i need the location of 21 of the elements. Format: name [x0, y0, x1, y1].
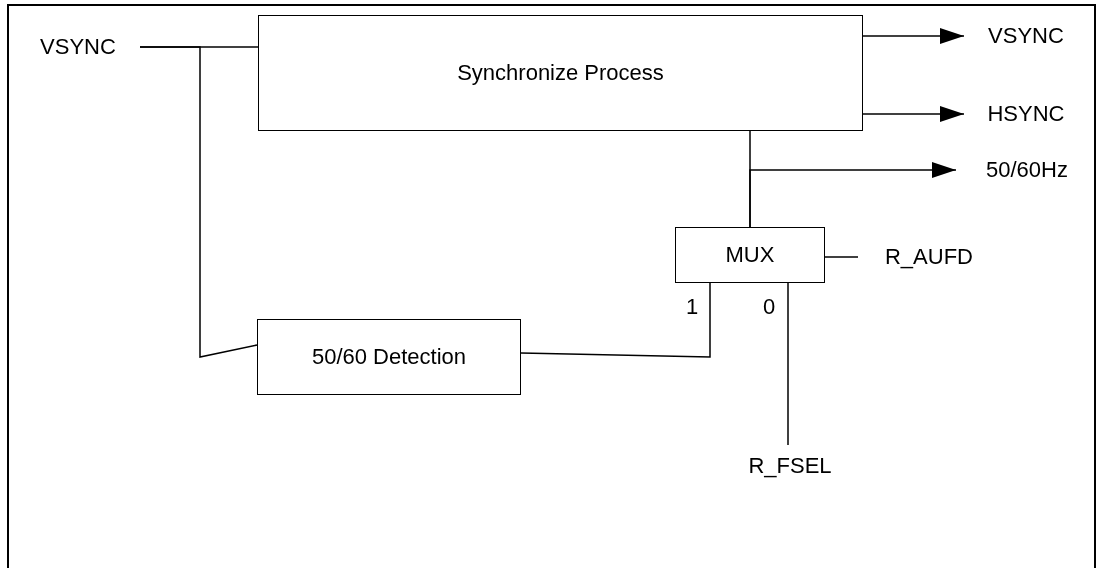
- signal-label: R_FSEL: [728, 451, 852, 481]
- connector-line: [787, 282, 789, 446]
- process-box: [258, 15, 863, 131]
- box-label: MUX: [725, 242, 775, 268]
- input-number: 0: [763, 294, 776, 320]
- signal-label: VSYNC: [970, 21, 1082, 51]
- connector-line: [520, 282, 711, 358]
- process-box: [675, 227, 825, 283]
- box-label: Synchronize Process: [457, 60, 664, 86]
- signal-label: VSYNC: [22, 32, 134, 62]
- process-box: [257, 319, 521, 395]
- arrow: [862, 106, 965, 122]
- arrow: [862, 28, 965, 44]
- box-label: 50/60 Detection: [311, 344, 467, 370]
- signal-label: 50/60Hz: [962, 155, 1092, 185]
- signal-label: HSYNC: [970, 99, 1082, 129]
- connector-line: [824, 256, 859, 258]
- arrow: [749, 162, 957, 228]
- signal-label: R_AUFD: [864, 242, 994, 272]
- connector-line: [139, 46, 258, 358]
- input-number: 1: [686, 294, 699, 320]
